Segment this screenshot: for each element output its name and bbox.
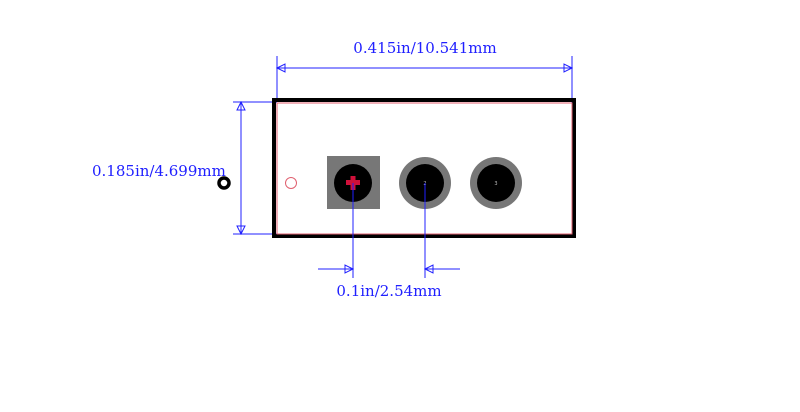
pin1-courtyard-marker <box>285 177 297 189</box>
pad-3: 3 <box>470 157 522 209</box>
height-dimension: 0.185in/4.699mm <box>92 100 277 236</box>
width-dimension: 0.415in/10.541mm <box>275 39 574 168</box>
pitch-label: 0.1in/2.54mm <box>336 282 441 300</box>
width-label: 0.415in/10.541mm <box>353 39 496 57</box>
pin1-indicator <box>217 176 231 190</box>
body-outline <box>272 98 576 238</box>
svg-text:3: 3 <box>494 181 497 187</box>
pitch-dimension: 0.1in/2.54mm <box>318 183 460 300</box>
height-label: 0.185in/4.699mm <box>92 162 226 180</box>
